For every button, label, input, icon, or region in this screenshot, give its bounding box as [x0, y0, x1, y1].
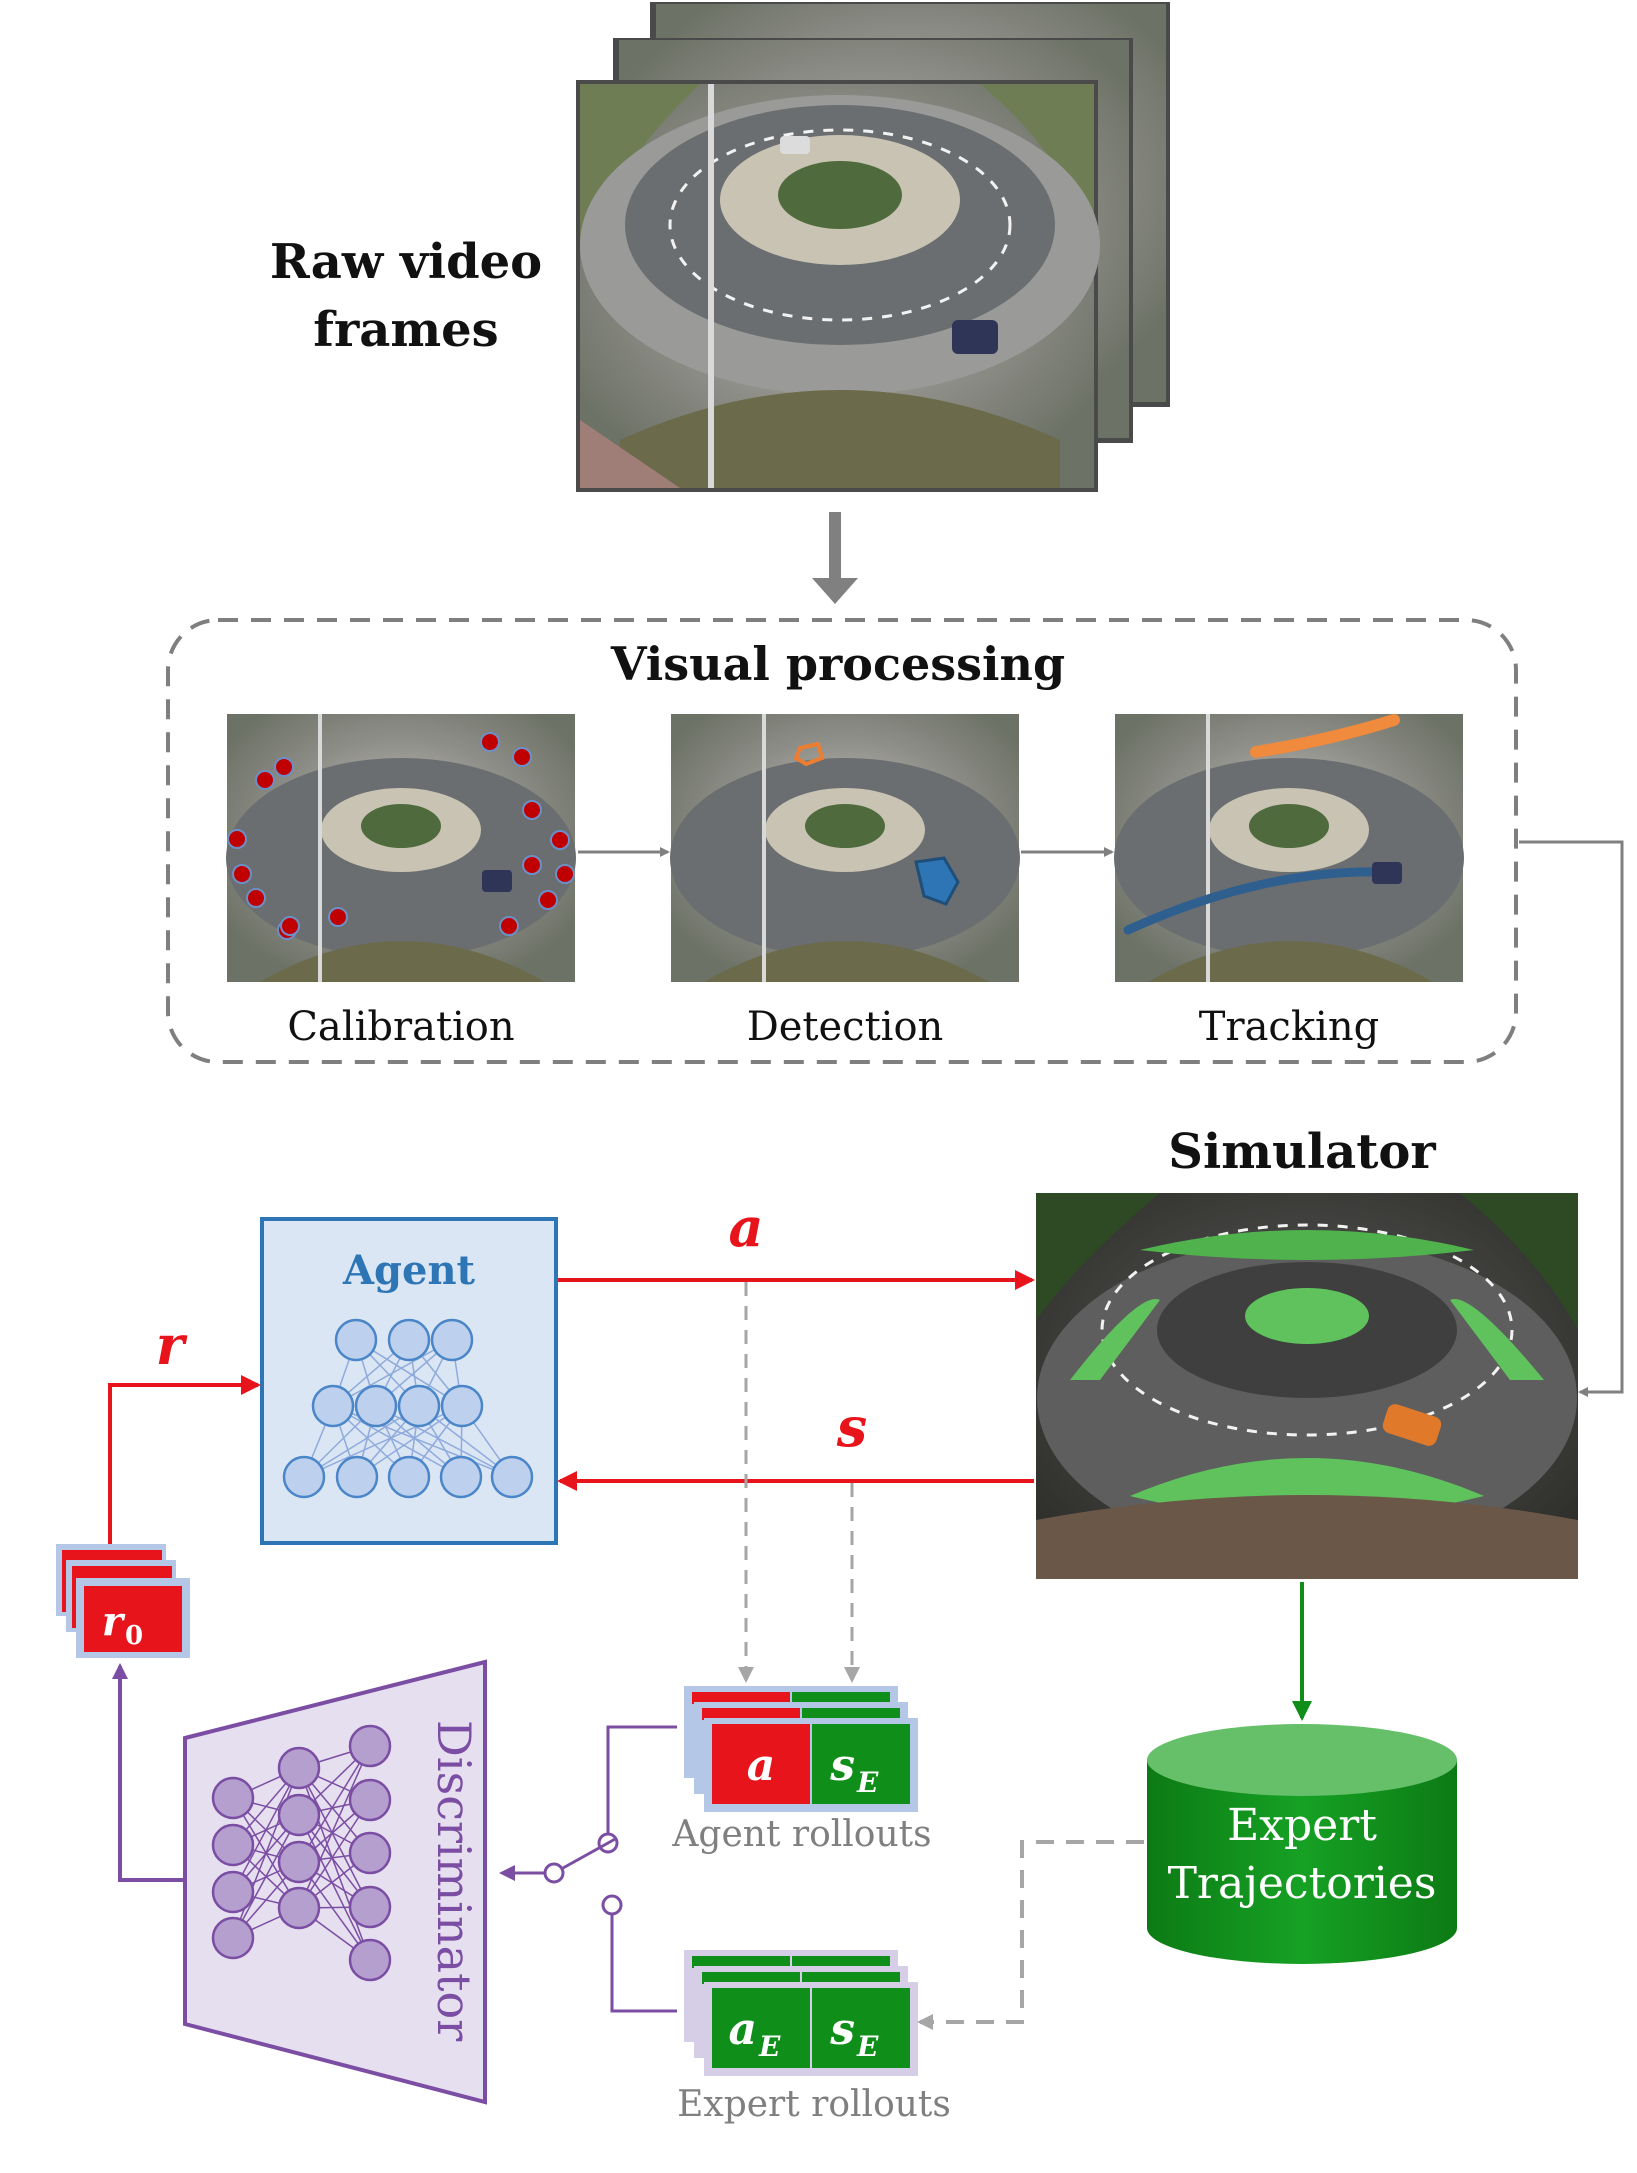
reward-base-label: r [102, 1598, 126, 1645]
reward-arrow [108, 1375, 261, 1552]
agent-rollouts-cell-s: s [829, 1740, 855, 1791]
expert-to-rollouts-arrow [917, 1840, 1144, 2030]
rollout-switch [499, 1725, 677, 2013]
expert-rollouts-cell-s-sub: E [856, 2030, 879, 2063]
state-label: s [836, 1395, 867, 1459]
raw-video-title-line1: Raw video [270, 234, 542, 290]
tracking-thumbnail [1114, 714, 1464, 982]
visual-processing-title: Visual processing [610, 637, 1065, 691]
agent-rollouts-stack: a s E [684, 1686, 918, 1812]
expert-store-line1: Expert [1227, 1800, 1377, 1851]
arrow-frames-to-processing [812, 512, 858, 604]
reward-label: r [156, 1313, 188, 1377]
calibration-points [227, 732, 575, 940]
step-label-tracking: Tracking [1199, 1004, 1379, 1050]
expert-rollouts-cell-a-sub: E [758, 2030, 781, 2063]
raw-video-title-line2: frames [313, 302, 498, 358]
raw-video-stack [576, 2, 1170, 492]
agent-rollouts-cell-a: a [747, 1740, 776, 1791]
expert-rollouts-cell-a: a [728, 2004, 757, 2055]
simulator-view [1036, 1193, 1578, 1579]
agent-neurons [282, 1318, 534, 1499]
simulator-title: Simulator [1168, 1124, 1436, 1180]
expert-store-line2: Trajectories [1168, 1858, 1437, 1909]
detection-thumbnail [670, 714, 1020, 982]
reward-subscript: 0 [125, 1621, 143, 1651]
visual-processing-box [166, 618, 1518, 1064]
agent-rollouts-cell-s-sub: E [856, 1766, 879, 1799]
expert-trajectories-store: Expert Trajectories [1147, 1724, 1457, 1964]
discriminator-neurons [211, 1724, 392, 1982]
action-label: a [729, 1195, 764, 1259]
video-frame-front [576, 80, 1100, 492]
expert-rollouts-cell-s: s [829, 2004, 855, 2055]
expert-rollouts-stack: a E s E [684, 1950, 918, 2076]
agent-rollouts-label: Agent rollouts [671, 1814, 931, 1855]
step-label-detection: Detection [747, 1004, 944, 1050]
discriminator-title: Discriminator [427, 1720, 481, 2041]
agent-title: Agent [342, 1247, 476, 1294]
discriminator-block: Discriminator [183, 1659, 487, 2105]
discriminator-to-reward-arrow [112, 1663, 185, 1882]
reward-stack: r 0 [56, 1544, 190, 1658]
agent-block: Agent [260, 1217, 558, 1545]
step-label-calibration: Calibration [287, 1004, 514, 1050]
arrow-processing-to-simulator [1519, 840, 1624, 1397]
expert-rollouts-label: Expert rollouts [677, 2084, 951, 2125]
